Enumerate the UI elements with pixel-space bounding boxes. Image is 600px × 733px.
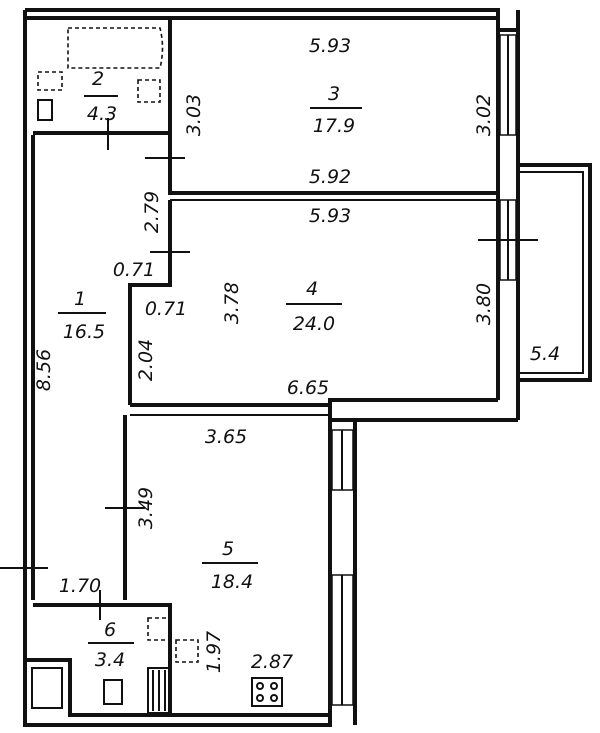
dim-room4-bottom: 6.65 bbox=[287, 377, 329, 399]
dim-step-upper: 0.71 bbox=[113, 259, 155, 281]
toilet-icon bbox=[37, 71, 123, 705]
room-1-number: 1 bbox=[74, 288, 86, 310]
room-4-number: 4 bbox=[306, 278, 318, 300]
dim-room4-height: 3.78 bbox=[221, 282, 243, 324]
room-4-area: 24.0 bbox=[293, 313, 335, 335]
sink-icon bbox=[137, 79, 199, 663]
balcony bbox=[518, 163, 592, 382]
dim-step-lower: 0.71 bbox=[145, 298, 187, 320]
dim-bath-side: 1.97 bbox=[203, 631, 225, 673]
room-1-area: 16.5 bbox=[63, 321, 105, 343]
windows bbox=[331, 34, 517, 706]
dim-room3-right: 3.02 bbox=[473, 94, 495, 136]
outer-walls bbox=[23, 8, 520, 727]
door-markers bbox=[0, 118, 538, 620]
dim-room4-left: 2.04 bbox=[135, 339, 157, 381]
dim-room3-bottom: 5.92 bbox=[309, 166, 351, 188]
bathtub-icon bbox=[67, 27, 164, 69]
dim-room4-right: 3.80 bbox=[473, 283, 495, 325]
room-5-area: 18.4 bbox=[211, 571, 253, 593]
room-6-area: 3.4 bbox=[95, 649, 125, 671]
dim-hall-length: 8.56 bbox=[33, 349, 55, 391]
shaft-icon bbox=[31, 667, 63, 709]
dim-room5-top: 3.65 bbox=[205, 426, 247, 448]
room-3-area: 17.9 bbox=[313, 115, 355, 137]
dim-room3-top: 5.93 bbox=[309, 35, 351, 57]
dim-hall-top: 2.79 bbox=[141, 191, 163, 233]
room-labels: 2 4.3 3 17.9 4 24.0 1 16.5 5 18.4 6 3.4 bbox=[58, 68, 362, 671]
room-3-number: 3 bbox=[328, 83, 340, 105]
radiator-icon bbox=[147, 667, 171, 714]
dim-room5-left: 3.49 bbox=[135, 487, 157, 529]
interior-walls bbox=[33, 18, 498, 715]
room-6-number: 6 bbox=[104, 619, 116, 641]
dim-room5-bottom: 2.87 bbox=[251, 651, 293, 673]
room-5-number: 5 bbox=[222, 538, 234, 560]
dim-room4-top: 5.93 bbox=[309, 205, 351, 227]
dimension-labels: 5.93 3.03 3.02 5.92 5.93 2.79 0.71 0.71 … bbox=[33, 35, 560, 673]
room-2-number: 2 bbox=[92, 68, 104, 90]
room-2-area: 4.3 bbox=[87, 103, 117, 125]
dim-bath-top: 1.70 bbox=[59, 575, 101, 597]
stove-icon bbox=[251, 677, 283, 707]
dim-balcony: 5.4 bbox=[530, 343, 560, 365]
dim-room3-left: 3.03 bbox=[183, 94, 205, 136]
